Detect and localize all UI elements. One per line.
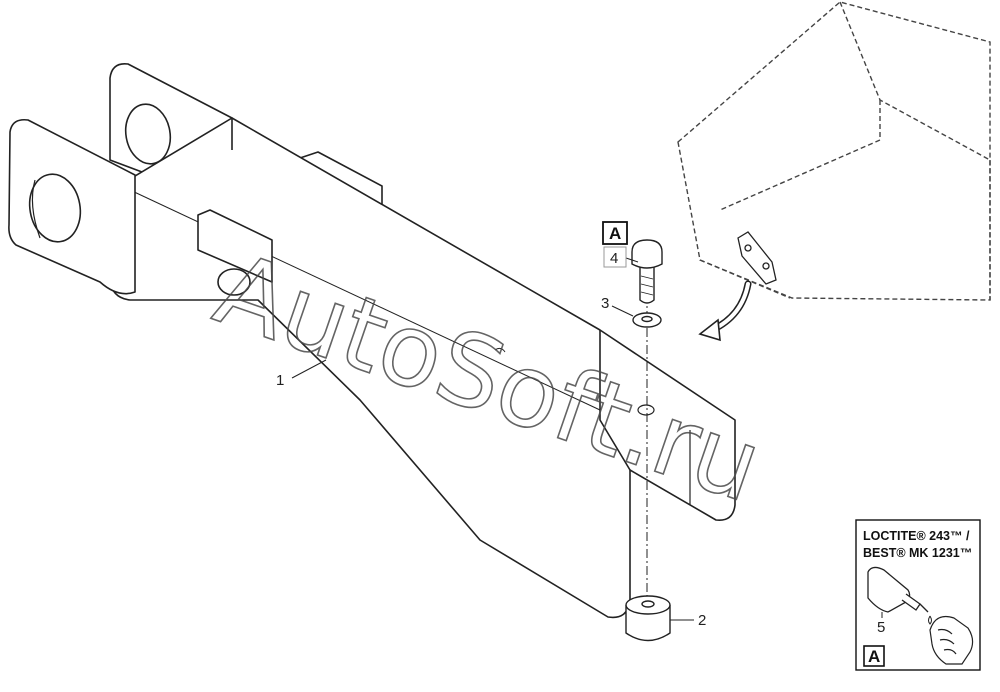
callout-part-4-box: 4 [603, 246, 627, 268]
bolt-part-4 [631, 239, 663, 304]
callout-part-1: 1 [276, 372, 284, 389]
detail-a-label: A [609, 224, 621, 243]
loctite-part-5: 5 [877, 619, 885, 636]
detail-a-marker: A [602, 221, 628, 245]
loctite-detail-box: LOCTITE® 243™ / BEST® MK 1231™ 5 A [855, 519, 981, 671]
hopper-bracket [737, 231, 777, 285]
hopper-illustration [677, 1, 991, 301]
callout-part-2: 2 [698, 612, 706, 629]
adhesive-bottle-icon [867, 566, 932, 625]
callout-part-3: 3 [601, 295, 609, 312]
location-arrow [698, 280, 752, 342]
spacer-part-2 [625, 595, 671, 642]
loctite-line-2: BEST® MK 1231™ [863, 546, 972, 560]
loctite-detail-a: A [868, 647, 880, 666]
hand-icon [929, 615, 974, 665]
support-arm [8, 62, 736, 619]
leader-lines [291, 257, 694, 621]
washer-part-3 [632, 312, 662, 328]
loctite-line-1: LOCTITE® 243™ / [863, 529, 970, 543]
callout-part-4: 4 [610, 250, 618, 267]
